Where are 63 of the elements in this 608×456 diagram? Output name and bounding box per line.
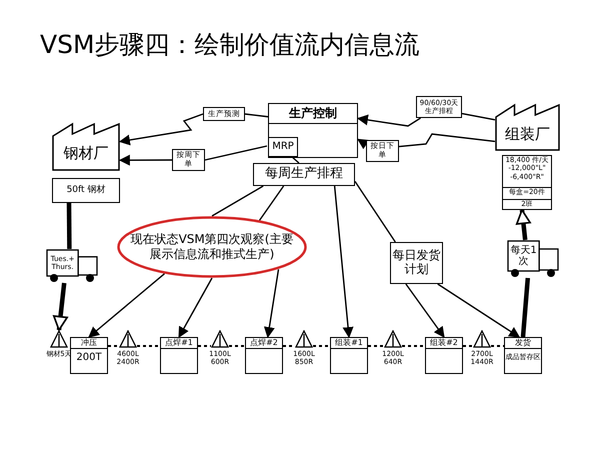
arrow: [178, 278, 213, 338]
process-name: 冲压: [71, 338, 107, 349]
connector: [354, 181, 396, 242]
truck-label: 每天1次: [509, 244, 538, 269]
connector: [204, 145, 268, 161]
push-line: [402, 345, 425, 347]
shipment-arrow: [516, 209, 531, 240]
inventory-triangle: [384, 330, 402, 348]
schedule-box: 每周生产排程: [253, 163, 355, 186]
factory-name: 组装厂: [504, 124, 551, 144]
process-name: 发货: [505, 338, 541, 349]
inventory-triangle: [50, 330, 68, 348]
push-line: [368, 345, 384, 347]
title: VSM步骤四：绘制价值流内信息流: [40, 29, 420, 61]
connector: [258, 186, 284, 221]
push-line: [198, 345, 211, 347]
inventory-triangle: [211, 330, 229, 348]
connector: [398, 133, 496, 148]
push-line: [108, 345, 119, 347]
process-box: [245, 337, 283, 374]
process-name: 组装#2: [426, 338, 462, 349]
control-box: [268, 103, 358, 158]
arrow: [334, 186, 354, 338]
process-name: 组装#1: [331, 338, 367, 349]
process-name: 点焊#1: [161, 338, 197, 349]
factory: [52, 122, 120, 171]
factory-name: 钢材厂: [62, 143, 110, 164]
schedule-box: 每日发货计划: [390, 242, 443, 284]
inventory-triangle: [473, 330, 491, 348]
push-line: [137, 345, 160, 347]
arrow: [118, 154, 172, 166]
arrow: [264, 269, 280, 338]
arrow: [437, 283, 520, 338]
connector: [244, 113, 268, 118]
connector: [462, 112, 496, 120]
shipment-arrow: [52, 282, 68, 331]
process-box: [330, 337, 368, 374]
process-box: [160, 337, 198, 374]
process-detail: 200T: [75, 352, 103, 363]
process-box: [70, 337, 108, 374]
arrow: [357, 138, 370, 150]
push-line: [463, 345, 473, 347]
arrow: [118, 113, 204, 146]
data-box: [502, 155, 552, 210]
push-line: [313, 345, 330, 347]
process-box: [504, 337, 542, 374]
arrow: [405, 284, 445, 338]
callout-text: 现在状态VSM第四次观察(主要展示信息流和推式生产): [130, 231, 294, 263]
connector: [212, 185, 264, 217]
callout-ellipse: [117, 216, 307, 278]
push-line: [229, 345, 245, 347]
mrp-box: MRP: [268, 137, 298, 157]
control-title: 生产控制: [269, 104, 357, 124]
inventory-triangle: [119, 330, 137, 348]
arrow: [88, 273, 165, 338]
process-box: [425, 337, 463, 374]
process-name: 点焊#2: [246, 338, 282, 349]
material-box: 50ft 钢材: [52, 178, 120, 203]
push-line: [283, 345, 295, 347]
arrow: [356, 114, 421, 127]
push-line: [491, 345, 504, 347]
factory: [495, 103, 560, 151]
inventory-triangle: [295, 330, 313, 348]
